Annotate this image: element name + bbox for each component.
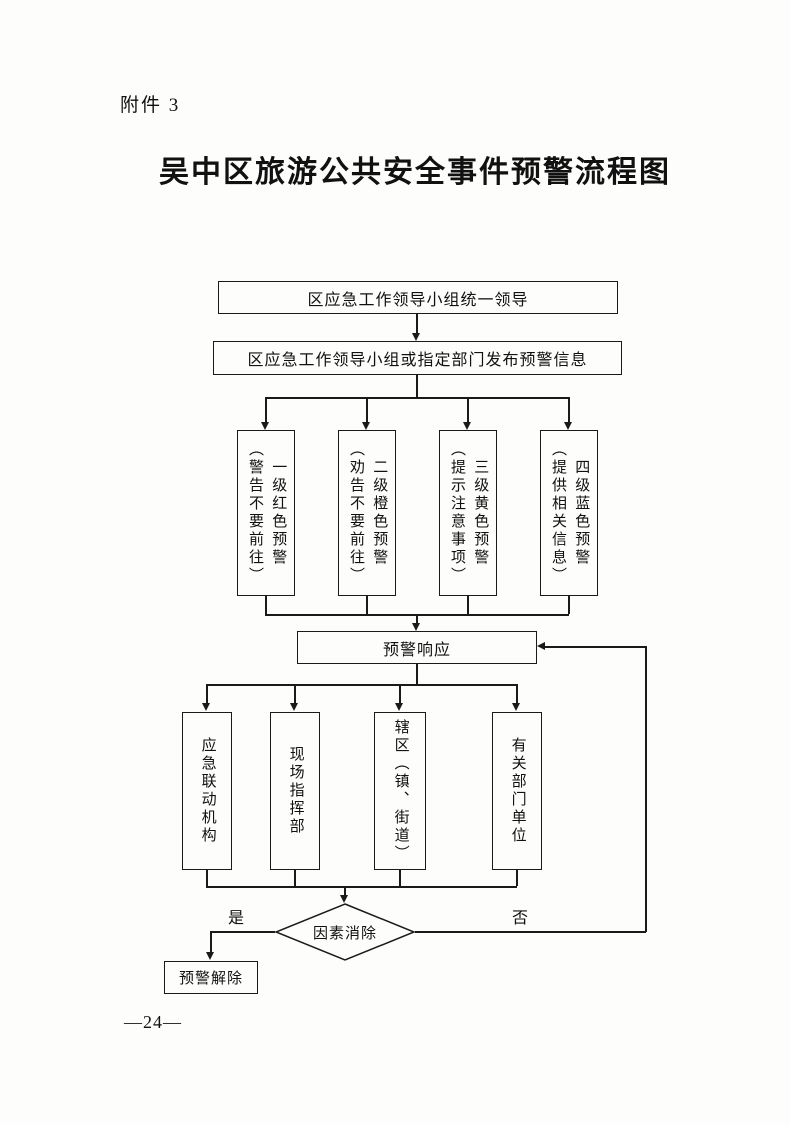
connector-line [568,397,570,423]
level-note: （提示注意事项） [449,441,465,585]
decision-label: 因素消除 [312,925,377,942]
arrow-down-icon [206,952,214,960]
level-main: 三级黄色预警 [472,459,489,567]
connector-line [416,314,418,334]
page-title: 吴中区旅游公共安全事件预警流程图 [159,156,671,189]
vertical-text: 三级黄色预警 （提示注意事项） [445,441,492,585]
flow-node-issue-warning: 区应急工作领导小组或指定部门发布预警信息 [213,341,622,375]
connector-line [206,684,208,704]
flow-node-level-4-blue: 四级蓝色预警 （提供相关信息） [540,430,598,596]
connector-line [416,664,418,684]
flow-decision-diamond: 因素消除 [275,903,415,961]
flow-node-warning-lifted: 预警解除 [164,961,258,994]
connector-line [265,397,569,399]
level-main: 二级橙色预警 [371,459,388,567]
arrow-down-icon [412,623,420,631]
connector-line [294,684,296,704]
connector-line [416,375,418,397]
vertical-text: 四级蓝色预警 （提供相关信息） [546,441,593,585]
level-main: 四级蓝色预警 [573,459,590,567]
connector-line [265,397,267,423]
connector-line [467,397,469,423]
arrow-down-icon [512,703,520,711]
vertical-text: 有关部门单位 [505,737,528,845]
unit-label: 现场指挥部 [287,746,304,836]
connector-line [544,646,646,648]
arrow-down-icon [202,703,210,711]
arrow-down-icon [395,703,403,711]
unit-label: 有关部门单位 [509,737,526,845]
connector-line [467,596,469,614]
unit-label: 应急联动机构 [199,737,216,845]
flow-node-unit-emergency-linkage: 应急联动机构 [182,712,232,870]
level-note: （警告不要前往） [247,441,263,585]
level-note: （劝告不要前往） [348,441,364,585]
connector-line [399,684,401,704]
connector-line [399,870,401,886]
flow-node-unit-onsite-command: 现场指挥部 [270,712,320,870]
yes-label: 是 [228,910,246,927]
arrow-down-icon [564,422,572,430]
connector-line [416,614,418,624]
level-main: 一级红色预警 [270,459,287,567]
vertical-text: 二级橙色预警 （劝告不要前往） [344,441,391,585]
connector-line [366,596,368,614]
unit-label: 辖区（镇、街道） [392,719,409,863]
arrow-down-icon [340,895,348,903]
vertical-text: 一级红色预警 （警告不要前往） [243,441,290,585]
flow-node-unit-related-departments: 有关部门单位 [492,712,542,870]
connector-line [265,596,267,614]
diamond-shape [275,903,415,961]
arrow-down-icon [463,422,471,430]
flow-node-level-3-yellow: 三级黄色预警 （提示注意事项） [439,430,497,596]
connector-line [645,646,647,932]
connector-line [344,886,346,896]
connector-line [366,397,368,423]
flow-node-leadership: 区应急工作领导小组统一领导 [218,281,618,314]
arrow-down-icon [290,703,298,711]
flow-node-unit-jurisdiction: 辖区（镇、街道） [374,712,426,870]
connector-line [206,886,517,888]
flow-node-level-1-red: 一级红色预警 （警告不要前往） [237,430,295,596]
page-number: —24— [124,1012,182,1032]
connector-line [516,684,518,704]
arrow-down-icon [261,422,269,430]
vertical-text: 应急联动机构 [195,737,218,845]
connector-line [210,931,212,953]
connector-line [415,931,646,933]
vertical-text: 辖区（镇、街道） [388,719,411,863]
attachment-label: 附件 3 [120,95,181,116]
connector-line [516,870,518,886]
vertical-text: 现场指挥部 [283,746,306,836]
flow-node-level-2-orange: 二级橙色预警 （劝告不要前往） [338,430,396,596]
no-label: 否 [512,910,530,927]
arrow-down-icon [362,422,370,430]
connector-line [294,870,296,886]
flow-node-response: 预警响应 [297,631,537,664]
connector-line [568,596,570,614]
connector-line [210,931,275,933]
level-note: （提供相关信息） [550,441,566,585]
arrow-down-icon [412,333,420,341]
connector-line [206,870,208,886]
arrow-left-icon [537,642,545,650]
connector-line [206,684,517,686]
